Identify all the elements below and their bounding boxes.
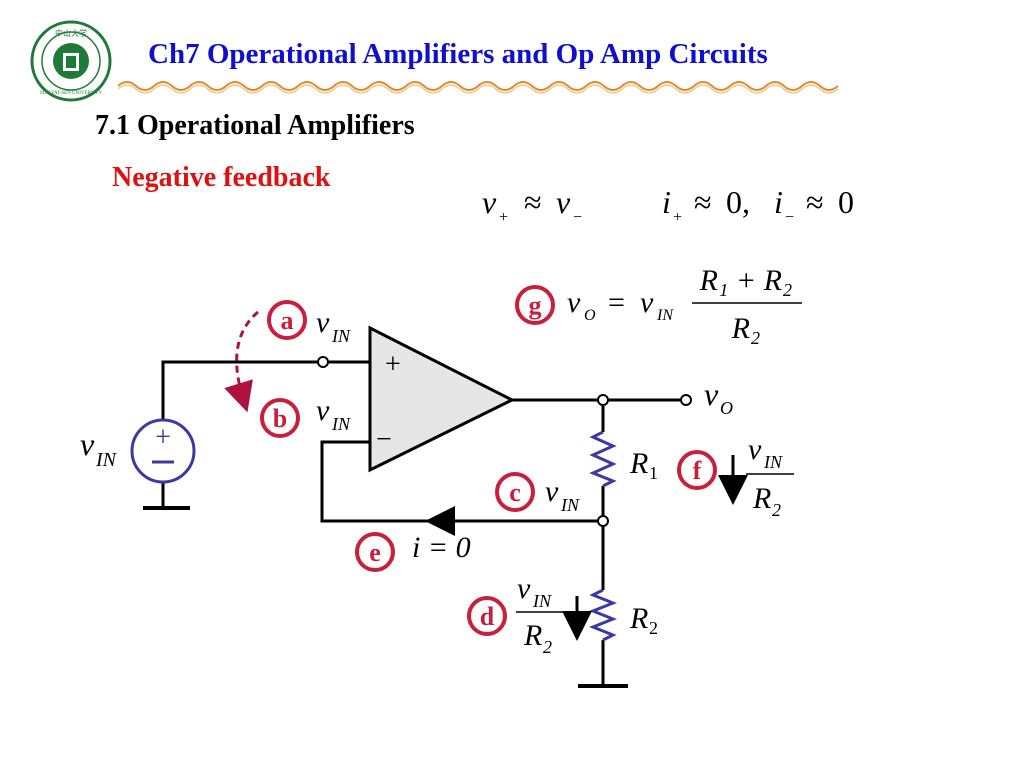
i-plus-symbol: i bbox=[662, 184, 671, 220]
resistor-r1 bbox=[589, 430, 617, 488]
vin-sub: IN bbox=[656, 307, 674, 324]
section-heading: 7.1 Operational Amplifiers bbox=[95, 110, 415, 141]
svg-text:2: 2 bbox=[649, 618, 658, 638]
svg-text:2: 2 bbox=[543, 637, 552, 657]
gain-equation: v O = v IN R₁ + R₂ R₂ bbox=[567, 264, 802, 345]
university-logo: 中山大学 SUN YAT-SEN UNIVERSITY bbox=[30, 20, 112, 102]
v-plus-symbol: v bbox=[482, 184, 497, 220]
current-zero-label: i = 0 bbox=[412, 531, 471, 564]
decorative-wave-divider bbox=[118, 81, 839, 94]
vin-symbol: v bbox=[640, 286, 654, 319]
r2-label: R 2 bbox=[629, 602, 658, 638]
approx-symbol-3: ≈ bbox=[806, 184, 824, 220]
zero-value-1: 0, bbox=[726, 184, 750, 220]
step-b-vin: v IN bbox=[316, 394, 351, 434]
step-f-badge: f bbox=[677, 450, 717, 490]
output-node bbox=[597, 394, 609, 406]
dashed-arrow-a-to-b bbox=[224, 310, 259, 413]
step-g-label: g bbox=[529, 291, 542, 320]
virtual-short-equation: v + ≈ v − bbox=[482, 184, 582, 226]
step-e-badge: e bbox=[355, 532, 395, 572]
svg-text:v: v bbox=[704, 376, 719, 412]
step-f-label: f bbox=[693, 456, 702, 485]
resistor-r2 bbox=[588, 588, 618, 642]
v-minus-sub: − bbox=[573, 209, 582, 226]
opamp-triangle: + − bbox=[368, 325, 516, 473]
input-terminal bbox=[317, 356, 329, 368]
logo-en-text: SUN YAT-SEN UNIVERSITY bbox=[40, 91, 103, 96]
voltage-source: + bbox=[130, 418, 196, 484]
svg-text:O: O bbox=[720, 398, 733, 418]
virtual-open-equation: i + ≈ 0, i − ≈ 0 bbox=[662, 184, 854, 226]
i-plus-sub: + bbox=[673, 209, 682, 226]
opamp-plus: + bbox=[385, 349, 401, 380]
step-b-badge: b bbox=[260, 398, 300, 438]
r1-label: R 1 bbox=[629, 447, 658, 483]
step-a-vin: v IN bbox=[316, 306, 351, 346]
step-c-badge: c bbox=[495, 472, 535, 512]
svg-text:IN: IN bbox=[560, 495, 580, 515]
source-label: v IN bbox=[80, 426, 118, 471]
vo-sub: O bbox=[584, 307, 596, 324]
svg-text:v: v bbox=[316, 394, 330, 427]
slide-title: Ch7 Operational Amplifiers and Op Amp Ci… bbox=[148, 38, 768, 70]
svg-text:IN: IN bbox=[331, 414, 351, 434]
output-terminal bbox=[680, 394, 692, 406]
i-minus-sub: − bbox=[785, 209, 794, 226]
opamp-minus: − bbox=[376, 424, 392, 455]
step-f-fraction: v IN R 2 bbox=[746, 433, 794, 520]
step-c-vin: v IN bbox=[545, 475, 580, 515]
svg-text:1: 1 bbox=[649, 463, 658, 483]
step-d-label: d bbox=[480, 602, 495, 631]
step-d-badge: d bbox=[467, 596, 507, 636]
step-d-fraction: v IN R 2 bbox=[516, 572, 565, 657]
approx-symbol-1: ≈ bbox=[524, 184, 542, 220]
output-label: v O bbox=[704, 376, 733, 418]
gain-numerator: R₁ + R₂ bbox=[699, 264, 793, 297]
step-g-badge: g bbox=[515, 285, 555, 325]
svg-text:R: R bbox=[629, 447, 648, 480]
svg-text:v: v bbox=[80, 426, 95, 462]
step-a-badge: a bbox=[267, 300, 307, 340]
svg-text:IN: IN bbox=[532, 591, 552, 611]
svg-text:R: R bbox=[523, 619, 542, 652]
equals-sign: = bbox=[608, 286, 625, 319]
logo-cn-text: 中山大学 bbox=[55, 28, 87, 38]
svg-text:IN: IN bbox=[763, 452, 783, 472]
v-minus-symbol: v bbox=[556, 184, 571, 220]
step-e-label: e bbox=[369, 538, 381, 567]
svg-text:2: 2 bbox=[772, 500, 781, 520]
step-c-label: c bbox=[509, 478, 521, 507]
svg-text:v: v bbox=[545, 475, 559, 508]
svg-text:R: R bbox=[752, 482, 771, 515]
approx-symbol-2: ≈ bbox=[694, 184, 712, 220]
svg-text:IN: IN bbox=[95, 449, 118, 471]
negative-feedback-label: Negative feedback bbox=[112, 162, 331, 193]
svg-text:v: v bbox=[748, 433, 762, 466]
i-minus-symbol: i bbox=[774, 184, 783, 220]
svg-text:R: R bbox=[629, 602, 648, 635]
zero-value-2: 0 bbox=[838, 184, 854, 220]
step-b-label: b bbox=[273, 404, 287, 433]
vo-symbol: v bbox=[567, 286, 581, 319]
step-a-label: a bbox=[281, 306, 294, 335]
feedback-node bbox=[597, 515, 609, 527]
source-plus: + bbox=[155, 422, 171, 453]
svg-text:IN: IN bbox=[331, 326, 351, 346]
gain-denominator: R₂ bbox=[731, 312, 761, 345]
v-plus-sub: + bbox=[499, 209, 508, 226]
svg-text:v: v bbox=[316, 306, 330, 339]
svg-text:v: v bbox=[517, 572, 531, 605]
